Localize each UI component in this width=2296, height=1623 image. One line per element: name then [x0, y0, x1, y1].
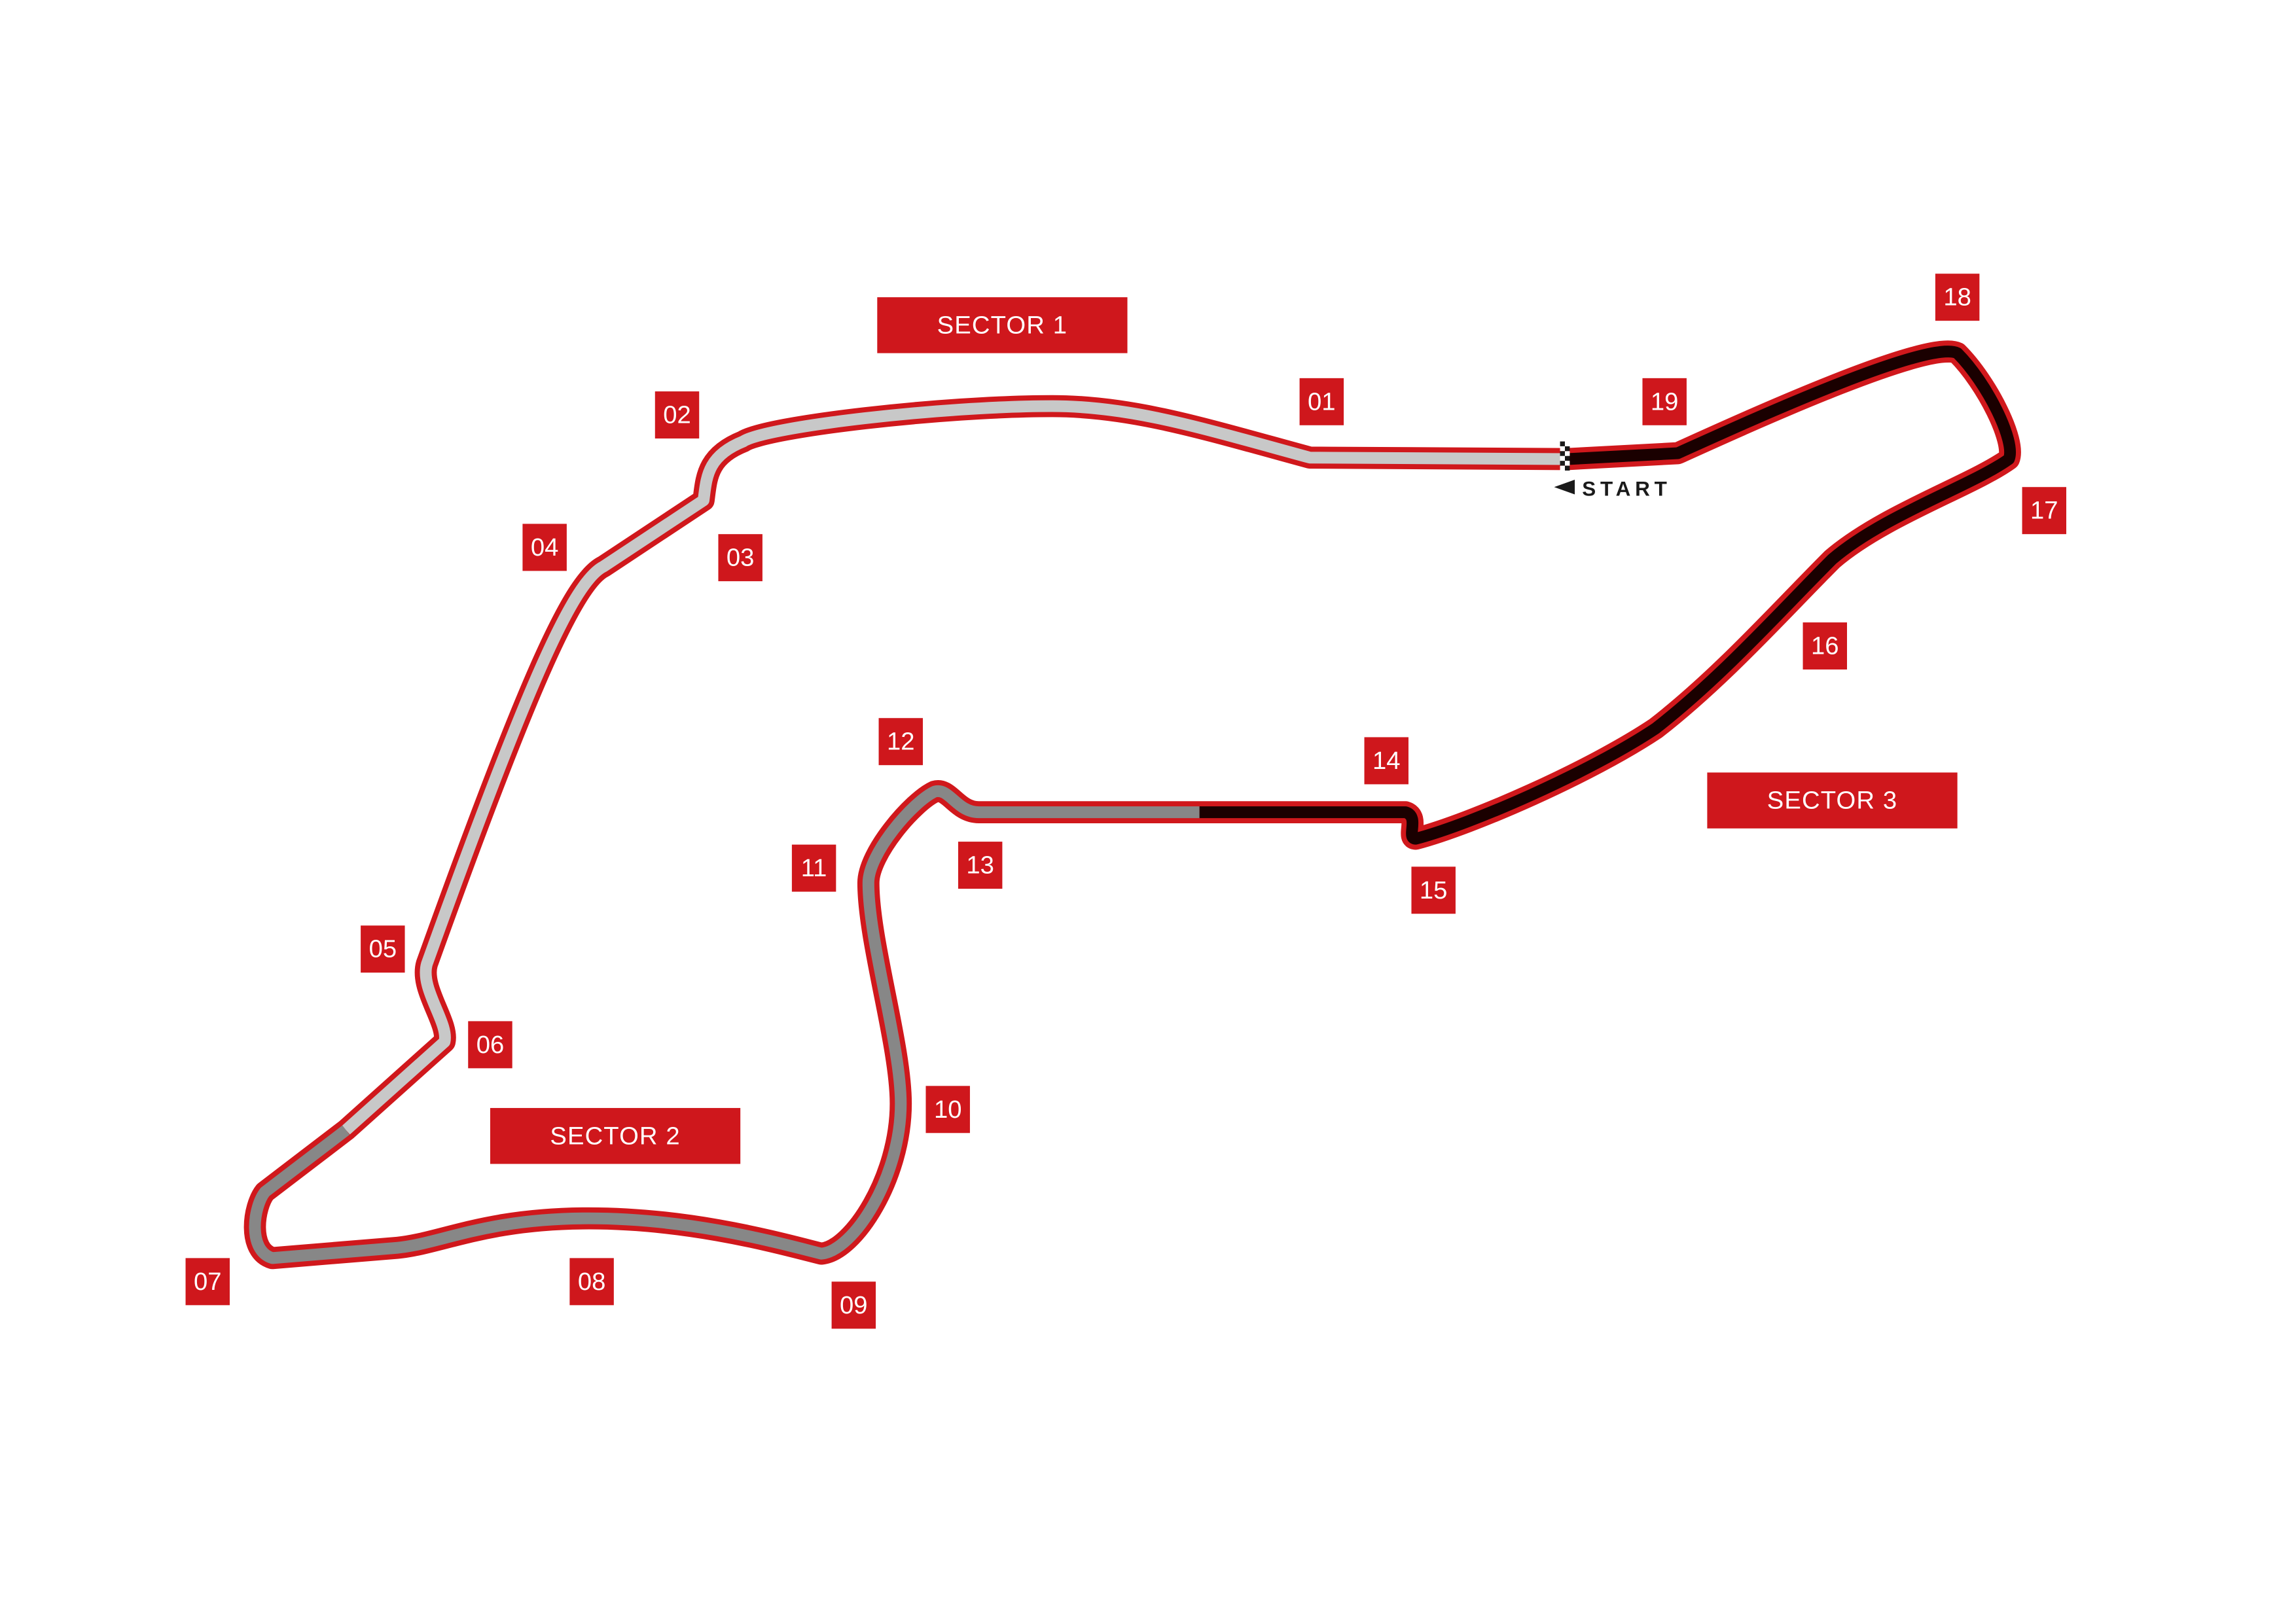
- sector-3-label: SECTOR 3: [1707, 772, 1958, 829]
- corner-label: 15: [1411, 866, 1456, 914]
- corner-number: 16: [1811, 632, 1839, 660]
- corner-number: 04: [531, 533, 559, 562]
- corner-number: 05: [369, 935, 397, 963]
- corner-badge: [718, 534, 762, 582]
- corner-badge: [1411, 866, 1456, 914]
- corner-number: 09: [840, 1291, 868, 1319]
- corner-label: 02: [655, 391, 700, 439]
- corner-badge: [958, 842, 1003, 889]
- checkered-flag-icon: [1560, 441, 1570, 471]
- sector-2-track: [249, 785, 1200, 1264]
- corner-label: 01: [1299, 378, 1344, 425]
- corner-number: 08: [578, 1268, 606, 1296]
- corner-badge: [468, 1021, 512, 1069]
- corner-number: 10: [934, 1096, 962, 1124]
- sector-3-text: SECTOR 3: [1767, 787, 1897, 815]
- corner-number: 19: [1651, 387, 1679, 416]
- corner-number: 01: [1308, 387, 1336, 416]
- corner-label: 13: [958, 842, 1003, 889]
- corner-label: 08: [569, 1258, 614, 1306]
- corner-badge: [1299, 378, 1344, 425]
- corner-badge: [878, 718, 923, 766]
- corner-label: 09: [831, 1281, 876, 1329]
- corner-badge: [569, 1258, 614, 1306]
- sector-1-label: SECTOR 1: [877, 297, 1128, 353]
- corner-badge: [791, 844, 836, 892]
- corner-number: 03: [726, 544, 755, 572]
- start-arrow-icon: [1554, 479, 1575, 495]
- corner-label: 05: [361, 925, 405, 973]
- corner-badge: [655, 391, 700, 439]
- corner-label: 06: [468, 1021, 512, 1069]
- sector-1-text: SECTOR 1: [937, 311, 1067, 339]
- corner-badge: [831, 1281, 876, 1329]
- corner-label: 17: [2022, 487, 2067, 535]
- sector-1-track: [342, 400, 1568, 1135]
- corner-badge: [1935, 274, 1980, 321]
- corner-label: 18: [1935, 274, 1980, 321]
- corner-number: 15: [1420, 876, 1448, 904]
- corner-badge: [1642, 378, 1687, 425]
- corner-number: 06: [476, 1031, 505, 1059]
- corner-number: 18: [1943, 283, 1971, 312]
- corner-number: 17: [2030, 497, 2058, 525]
- corner-badge: [185, 1258, 230, 1306]
- corner-label: 10: [925, 1086, 970, 1133]
- corner-label: 19: [1642, 378, 1687, 425]
- corner-label: 12: [878, 718, 923, 766]
- corner-badge: [1364, 737, 1408, 785]
- corner-label: 14: [1364, 737, 1408, 785]
- corner-badge: [361, 925, 405, 973]
- corner-label: 11: [791, 844, 836, 892]
- start-label: START: [1582, 478, 1671, 501]
- corner-label: 04: [522, 524, 567, 571]
- corner-number: 11: [801, 854, 827, 882]
- corner-badge: [1803, 622, 1847, 670]
- corner-label: 07: [185, 1258, 230, 1306]
- corner-number: 14: [1372, 747, 1401, 775]
- corner-badge: [925, 1086, 970, 1133]
- corner-label: 03: [718, 534, 762, 582]
- corner-label: 16: [1803, 622, 1847, 670]
- corner-badge: [522, 524, 567, 571]
- sector-2-text: SECTOR 2: [550, 1122, 680, 1150]
- corner-number: 12: [887, 728, 915, 756]
- corner-number: 07: [194, 1268, 222, 1296]
- corner-number: 13: [966, 851, 994, 880]
- corner-number: 02: [663, 401, 691, 429]
- corner-badge: [2022, 487, 2067, 535]
- start-marker: START: [1554, 478, 1671, 501]
- corner-labels: 01 02 03 04 05 06 07 08 09 10 11 12 13 14 15 16 17 18 19: [185, 274, 2067, 1329]
- sector-2-label: SECTOR 2: [490, 1108, 741, 1164]
- sector-3-track: [1199, 346, 2016, 845]
